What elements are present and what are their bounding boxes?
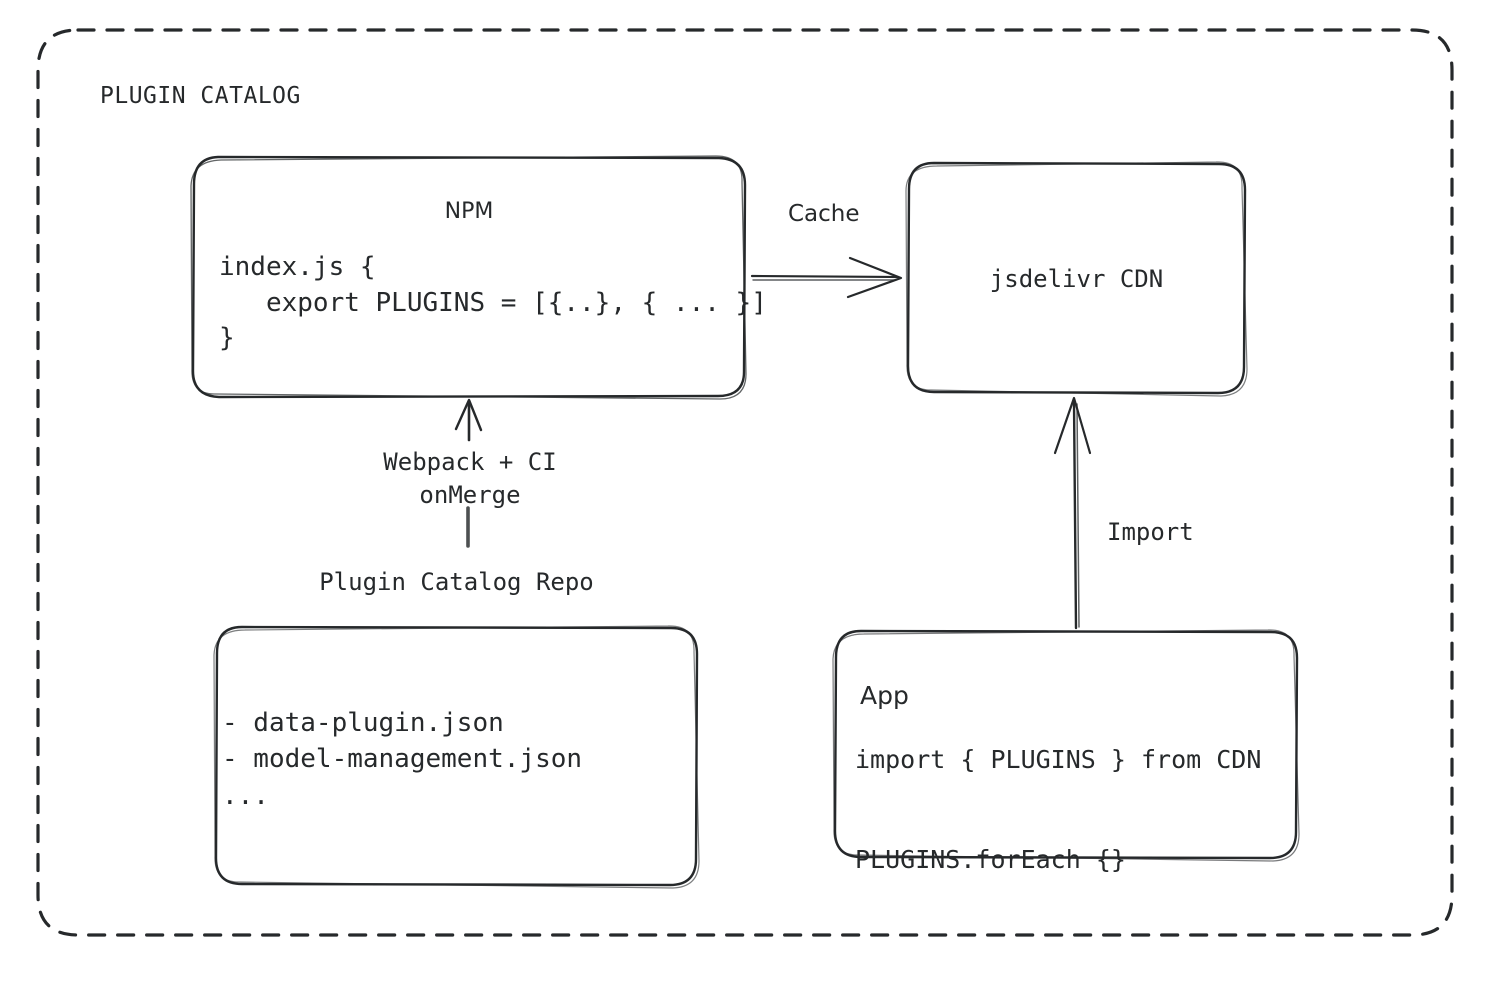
group-title: PLUGIN CATALOG [100, 83, 301, 109]
app-node-title: App [860, 681, 909, 710]
cache-edge-label: Cache [788, 201, 860, 227]
app-node-code: import { PLUGINS } from CDN PLUGINS.forE… [855, 745, 1262, 874]
cdn-node-title: jsdelivr CDN [989, 265, 1164, 293]
build-edge-label: Webpack + CI onMerge [383, 448, 557, 510]
cache-arrow [750, 256, 903, 299]
repo-node-caption: Plugin Catalog Repo [319, 568, 594, 596]
import-arrow [1053, 396, 1092, 630]
repo-node-items: - data-plugin.json - model-management.js… [222, 708, 583, 811]
npm-node-title: NPM [444, 199, 494, 224]
npm-node-code: index.js { export PLUGINS = [{..}, { ...… [219, 252, 767, 354]
import-edge-label: Import [1107, 518, 1194, 546]
